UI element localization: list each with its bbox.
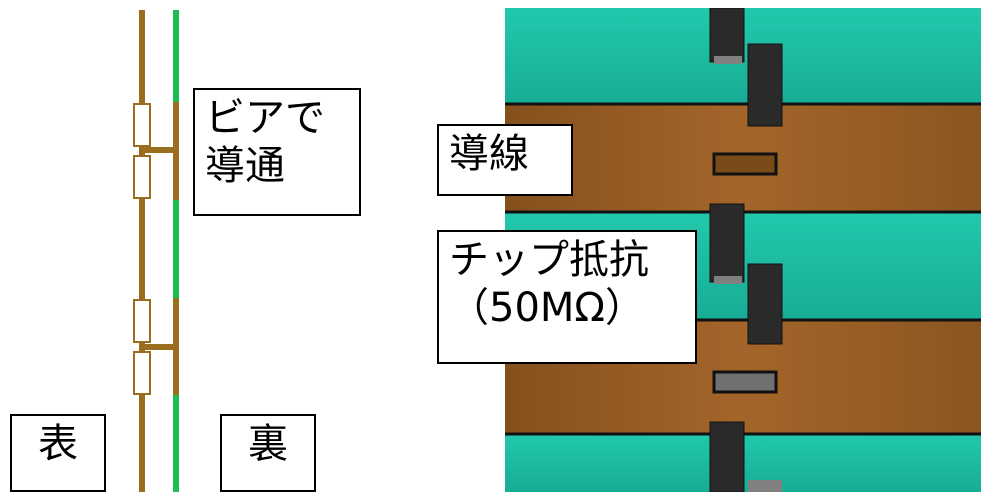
via-label: ビアで 導通: [193, 88, 361, 216]
chip-resistor-1: [709, 8, 783, 127]
via-schematic: [133, 10, 179, 492]
pad: [133, 351, 151, 395]
front-label: 表: [10, 414, 106, 492]
chip-resistor-label: チップ抵抗 （50MΩ）: [437, 230, 697, 364]
back-label: 裏: [220, 414, 316, 492]
wire-label: 導線: [437, 124, 573, 196]
pad: [133, 155, 151, 199]
pad: [133, 299, 151, 343]
via-hole: [712, 152, 778, 176]
pad: [133, 103, 151, 147]
chip-resistor-2: [709, 203, 783, 345]
chip-resistor-3: [709, 421, 782, 492]
via-hole: [712, 370, 778, 394]
